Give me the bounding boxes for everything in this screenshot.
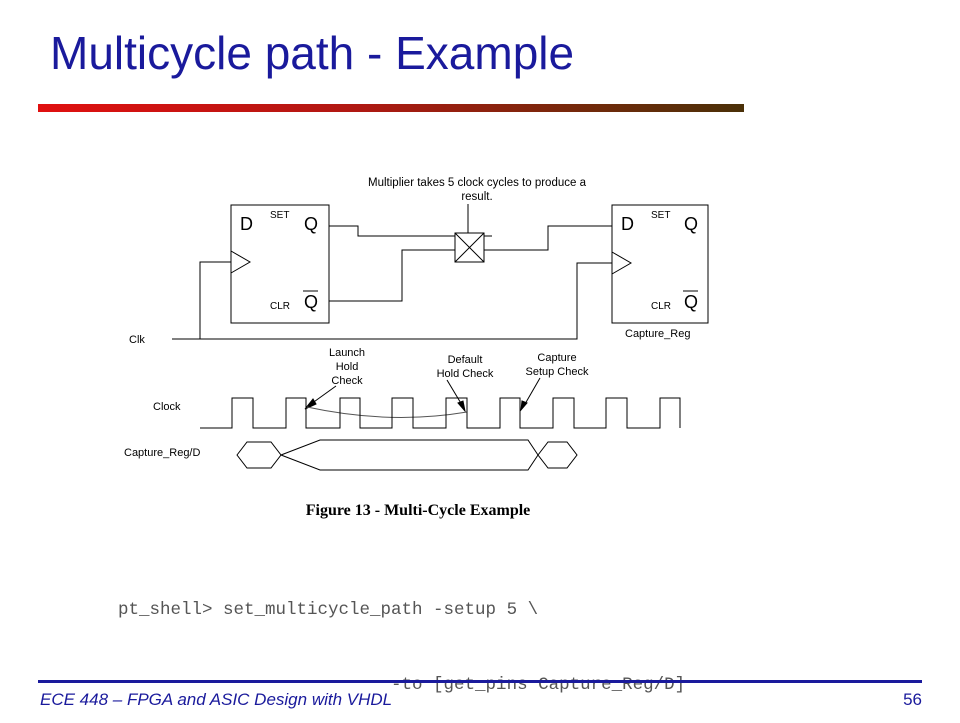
figure-caption: Figure 13 - Multi-Cycle Example <box>306 502 531 519</box>
capture-setup-check-line2: Setup Check <box>526 366 589 378</box>
capture-flip-flop: D SET Q CLR Q Capture_Reg <box>611 204 709 340</box>
multiplier-cloud-icon <box>454 232 485 263</box>
ff-right-clr-label: CLR <box>651 301 671 312</box>
ff-right-set-label: SET <box>651 210 670 221</box>
footer-divider <box>38 680 922 683</box>
clk-label: Clk <box>129 334 145 346</box>
title-accent-bar <box>38 104 744 112</box>
capture-reg-label: Capture_Reg <box>625 328 690 340</box>
default-hold-check-line1: Default <box>448 354 483 366</box>
ff-left-set-label: SET <box>270 210 289 221</box>
ff-left-qbar-label: Q <box>304 292 318 312</box>
ff-right-qbar-label: Q <box>684 292 698 312</box>
capture-reg-d-label: Capture_Reg/D <box>124 447 200 459</box>
launch-hold-check-line2: Hold <box>336 361 359 373</box>
page-number: 56 <box>903 690 922 709</box>
data-waveform <box>236 439 578 471</box>
ff-right-q-label: Q <box>684 214 698 234</box>
default-hold-check-line2: Hold Check <box>437 368 494 380</box>
launch-hold-check-line3: Check <box>331 375 363 387</box>
ff-right-d-label: D <box>621 214 634 234</box>
clock-waveform <box>200 397 681 429</box>
ff-left-clr-label: CLR <box>270 301 290 312</box>
slide-title: Multicycle path - Example <box>50 27 575 79</box>
multiplier-annotation-line1: Multiplier takes 5 clock cycles to produ… <box>368 177 587 189</box>
clock-label: Clock <box>153 401 181 413</box>
code-line-1: pt_shell> set_multicycle_path -setup 5 \ <box>118 600 539 620</box>
check-arrows <box>304 377 541 413</box>
footer-course-title: ECE 448 – FPGA and ASIC Design with VHDL <box>40 690 393 709</box>
hold-check-curve <box>306 406 468 418</box>
circuit-wires <box>172 225 612 340</box>
launch-flip-flop: D SET Q CLR Q <box>230 204 330 324</box>
ff-left-q-label: Q <box>304 214 318 234</box>
capture-setup-check-line1: Capture <box>537 352 576 364</box>
ff-left-d-label: D <box>240 214 253 234</box>
launch-hold-check-line1: Launch <box>329 347 365 359</box>
multiplier-annotation-line2: result. <box>461 191 492 203</box>
